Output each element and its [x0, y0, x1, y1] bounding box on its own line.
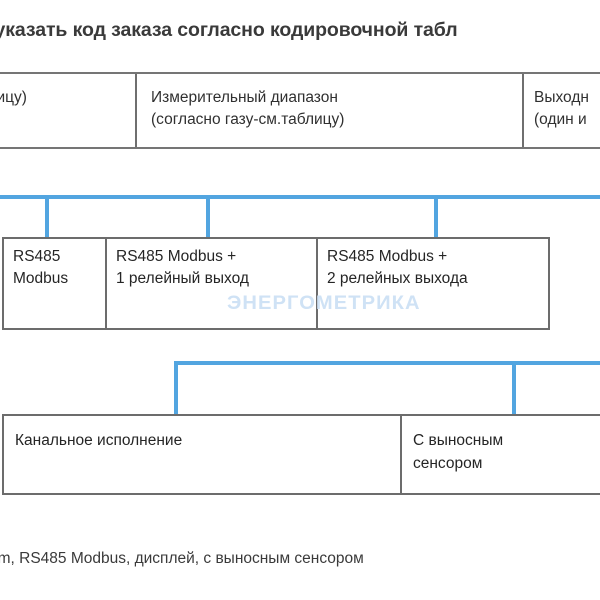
output-option-two-relays-line-2: 2 релейных выхода — [327, 270, 468, 287]
output-option-two-relays-line-1: RS485 Modbus + — [327, 248, 448, 265]
connector-drop-rs485-modbus — [45, 195, 49, 239]
output-option-one-relay-line-1: RS485 Modbus + — [116, 248, 237, 265]
output-option-rs485-modbus[interactable]: RS485 Modbus — [4, 239, 107, 328]
mounting-option-duct-line-1: Канальное исполнение — [15, 432, 183, 449]
example-order-code-text: om, RS485 Modbus, дисплей, с выносным се… — [0, 550, 364, 567]
connector-drop-two-relays — [434, 195, 438, 239]
connector-drop-one-relay — [206, 195, 210, 239]
connector-drop-duct-mount — [174, 361, 178, 416]
output-option-rs485-modbus-line-2: Modbus — [13, 270, 69, 287]
page-heading-text: уется указать код заказа согласно кодиро… — [0, 19, 458, 41]
mounting-option-duct[interactable]: Канальное исполнение — [4, 416, 402, 493]
attribute-cell-gas-table[interactable]: см.таблицу) — [0, 74, 137, 147]
output-option-two-relays[interactable]: RS485 Modbus + 2 релейных выхода — [318, 239, 548, 328]
output-option-rs485-modbus-line-1: RS485 — [13, 248, 61, 265]
attribute-cell-measuring-range[interactable]: Измерительный диапазон (согласно газу-см… — [137, 74, 524, 147]
connector-horizontal-bar-lower — [174, 361, 600, 365]
mounting-option-remote-sensor-line-1: С выносным — [413, 432, 504, 449]
mounting-option-remote-sensor-line-2: сенсором — [413, 455, 483, 472]
mounting-options-row: Канальное исполнение С выносным сенсором — [2, 414, 600, 495]
output-options-row: RS485 Modbus RS485 Modbus + 1 релейный в… — [2, 237, 550, 330]
example-order-code: om, RS485 Modbus, дисплей, с выносным се… — [0, 546, 600, 576]
attribute-cell-gas-table-line-1: см.таблицу) — [0, 89, 27, 106]
page-heading: уется указать код заказа согласно кодиро… — [0, 15, 600, 49]
connector-horizontal-bar-upper — [0, 195, 600, 199]
attribute-cell-output-line-2: (один и — [534, 111, 587, 128]
attribute-cell-measuring-range-line-1: Измерительный диапазон — [151, 89, 338, 106]
output-option-one-relay-line-2: 1 релейный выход — [116, 270, 249, 287]
attribute-cell-output-line-1: Выходн — [534, 89, 589, 106]
mounting-option-remote-sensor[interactable]: С выносным сенсором — [402, 416, 600, 493]
attribute-cell-output[interactable]: Выходн (один и — [524, 74, 600, 147]
attribute-table-row: см.таблицу) Измерительный диапазон (согл… — [0, 72, 600, 149]
attribute-cell-measuring-range-line-2: (согласно газу-см.таблицу) — [151, 111, 345, 128]
output-option-one-relay[interactable]: RS485 Modbus + 1 релейный выход — [107, 239, 318, 328]
connector-drop-remote-sensor — [512, 361, 516, 416]
